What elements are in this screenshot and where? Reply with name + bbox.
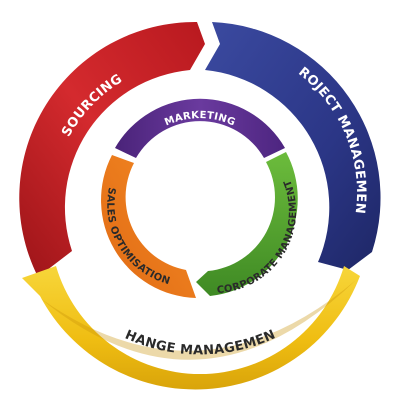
sales-optimisation-segment [101,155,196,298]
project-management-segment [205,22,381,270]
change-management-segment [22,266,360,390]
marketing-segment [115,98,285,158]
sourcing-segment [19,21,206,277]
corporate-management-segment [196,152,298,296]
